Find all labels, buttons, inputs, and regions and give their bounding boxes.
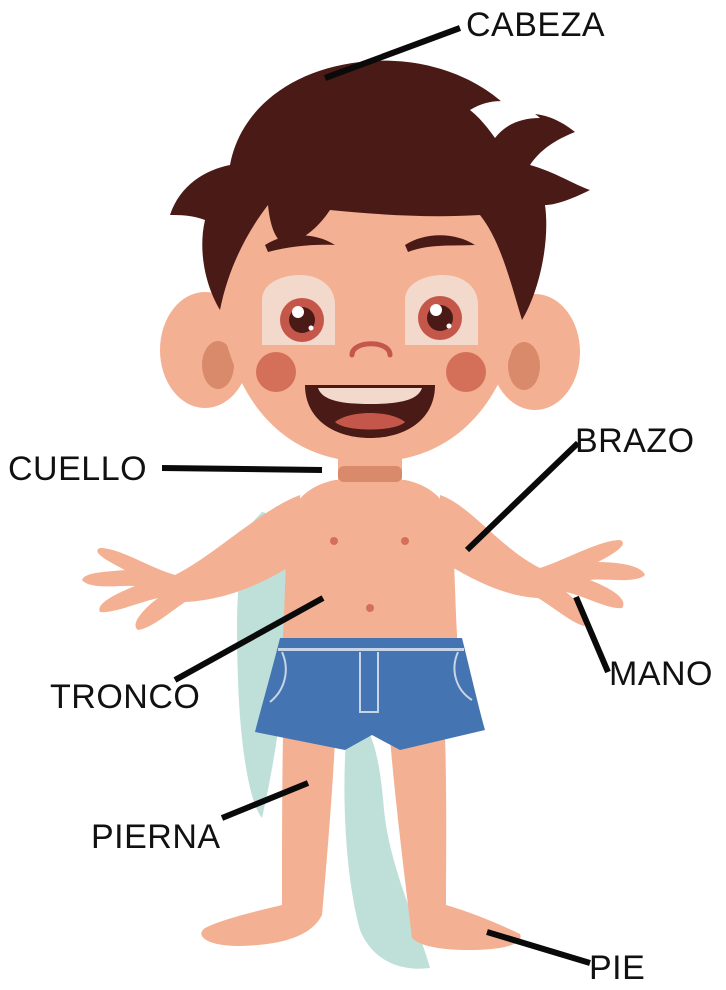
torso (282, 480, 458, 650)
label-pie: PIE (589, 951, 645, 985)
label-tronco: TRONCO (50, 680, 200, 714)
navel (366, 604, 374, 612)
nipple-left (330, 537, 338, 545)
label-brazo: BRAZO (575, 424, 695, 458)
label-pierna: PIERNA (91, 820, 221, 854)
label-cuello: CUELLO (8, 452, 147, 486)
eye-right (405, 275, 478, 345)
label-cabeza: CABEZA (466, 8, 605, 42)
cheek-left (256, 352, 296, 392)
leader-line-brazo (467, 443, 578, 550)
leader-line-mano (576, 597, 608, 672)
nipple-right (401, 537, 409, 545)
leader-line-cuello (162, 468, 322, 470)
leader-line-pie (487, 932, 590, 963)
cheek-right (446, 352, 486, 392)
label-mano: MANO (609, 657, 713, 691)
eye-left (262, 275, 335, 345)
neck-shadow (338, 466, 402, 482)
shorts (255, 638, 485, 750)
